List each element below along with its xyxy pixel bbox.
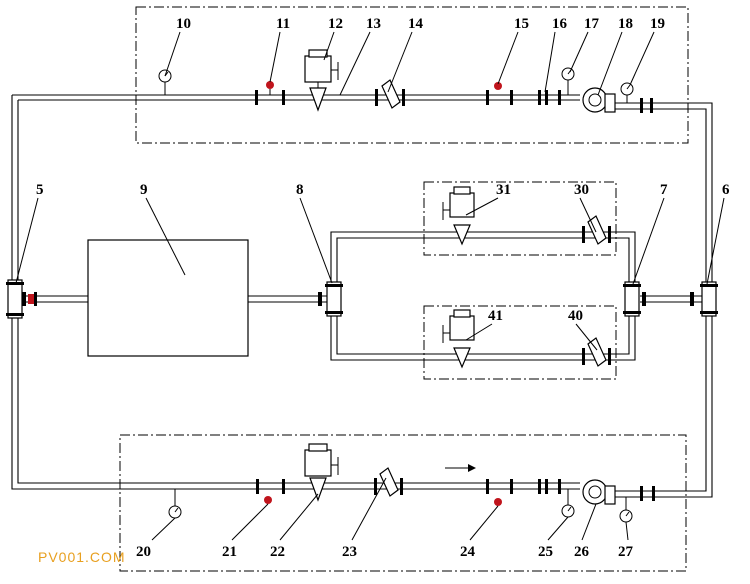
callout-26: 26 [574, 544, 590, 560]
callout-22: 22 [270, 544, 285, 560]
callout-31: 31 [496, 182, 511, 198]
callout-24: 24 [460, 544, 476, 560]
watermark: PV001.COM [38, 549, 126, 565]
tank-9 [87, 239, 249, 357]
tee-fitting-8 [318, 281, 343, 317]
leader-lines [15, 31, 725, 541]
callout-19: 19 [650, 16, 665, 32]
callout-labels: 10 11 12 13 14 15 16 17 18 19 5 9 8 31 3… [36, 16, 730, 560]
callout-20: 20 [136, 544, 151, 560]
flange-pair-24 [486, 479, 513, 506]
callout-21: 21 [222, 544, 237, 560]
callout-41: 41 [488, 308, 503, 324]
y-strainer-icon [374, 467, 403, 497]
flange-pair-16 [538, 90, 561, 105]
pressure-gauge-icon [168, 489, 182, 519]
flange-pair-21 [256, 479, 285, 504]
motorized-valve-icon [304, 443, 339, 502]
callout-14: 14 [408, 16, 424, 32]
lower-loop-enclosure [119, 434, 687, 572]
motorized-valve-icon [304, 49, 339, 112]
callout-18: 18 [618, 16, 633, 32]
branch-31-enclosure [423, 181, 617, 256]
flange-pair-19 [640, 98, 653, 113]
callout-13: 13 [366, 16, 381, 32]
callout-30: 30 [574, 182, 589, 198]
callout-16: 16 [552, 16, 568, 32]
callout-15: 15 [514, 16, 529, 32]
pump-icon [582, 479, 616, 505]
callout-12: 12 [328, 16, 343, 32]
callout-10: 10 [176, 16, 191, 32]
tee-fitting-5 [6, 279, 37, 319]
callout-11: 11 [276, 16, 290, 32]
callout-6: 6 [722, 182, 730, 198]
callout-5: 5 [36, 182, 44, 198]
motorized-valve-icon [442, 309, 475, 369]
callout-23: 23 [342, 544, 357, 560]
callout-25: 25 [538, 544, 553, 560]
callout-17: 17 [584, 16, 600, 32]
callout-40: 40 [568, 308, 583, 324]
pump-icon [582, 87, 616, 113]
branch-41-enclosure [423, 305, 617, 380]
callout-9: 9 [140, 182, 148, 198]
y-strainer-icon [582, 337, 611, 367]
pressure-gauge-icon [561, 67, 575, 95]
motorized-valve-icon [442, 186, 475, 246]
pressure-gauge-icon [561, 489, 575, 518]
y-strainer-icon [582, 215, 611, 245]
callout-7: 7 [660, 182, 668, 198]
branch-pipes [330, 231, 636, 361]
flange-pair-11 [255, 81, 285, 105]
pressure-gauge-icon [620, 82, 634, 103]
flange-pair-15 [486, 82, 513, 105]
flow-arrow-icon [445, 464, 476, 472]
tee-fitting-7 [623, 281, 646, 317]
flange-pair-27 [640, 486, 655, 501]
pressure-gauge-icon [158, 69, 172, 95]
y-strainer-icon [375, 79, 405, 109]
pressure-gauge-icon [619, 497, 633, 523]
flange-pair-25 [538, 479, 561, 494]
callout-8: 8 [296, 182, 304, 198]
upper-loop-enclosure [135, 6, 689, 144]
callout-27: 27 [618, 544, 634, 560]
tee-fitting-6 [690, 281, 718, 317]
